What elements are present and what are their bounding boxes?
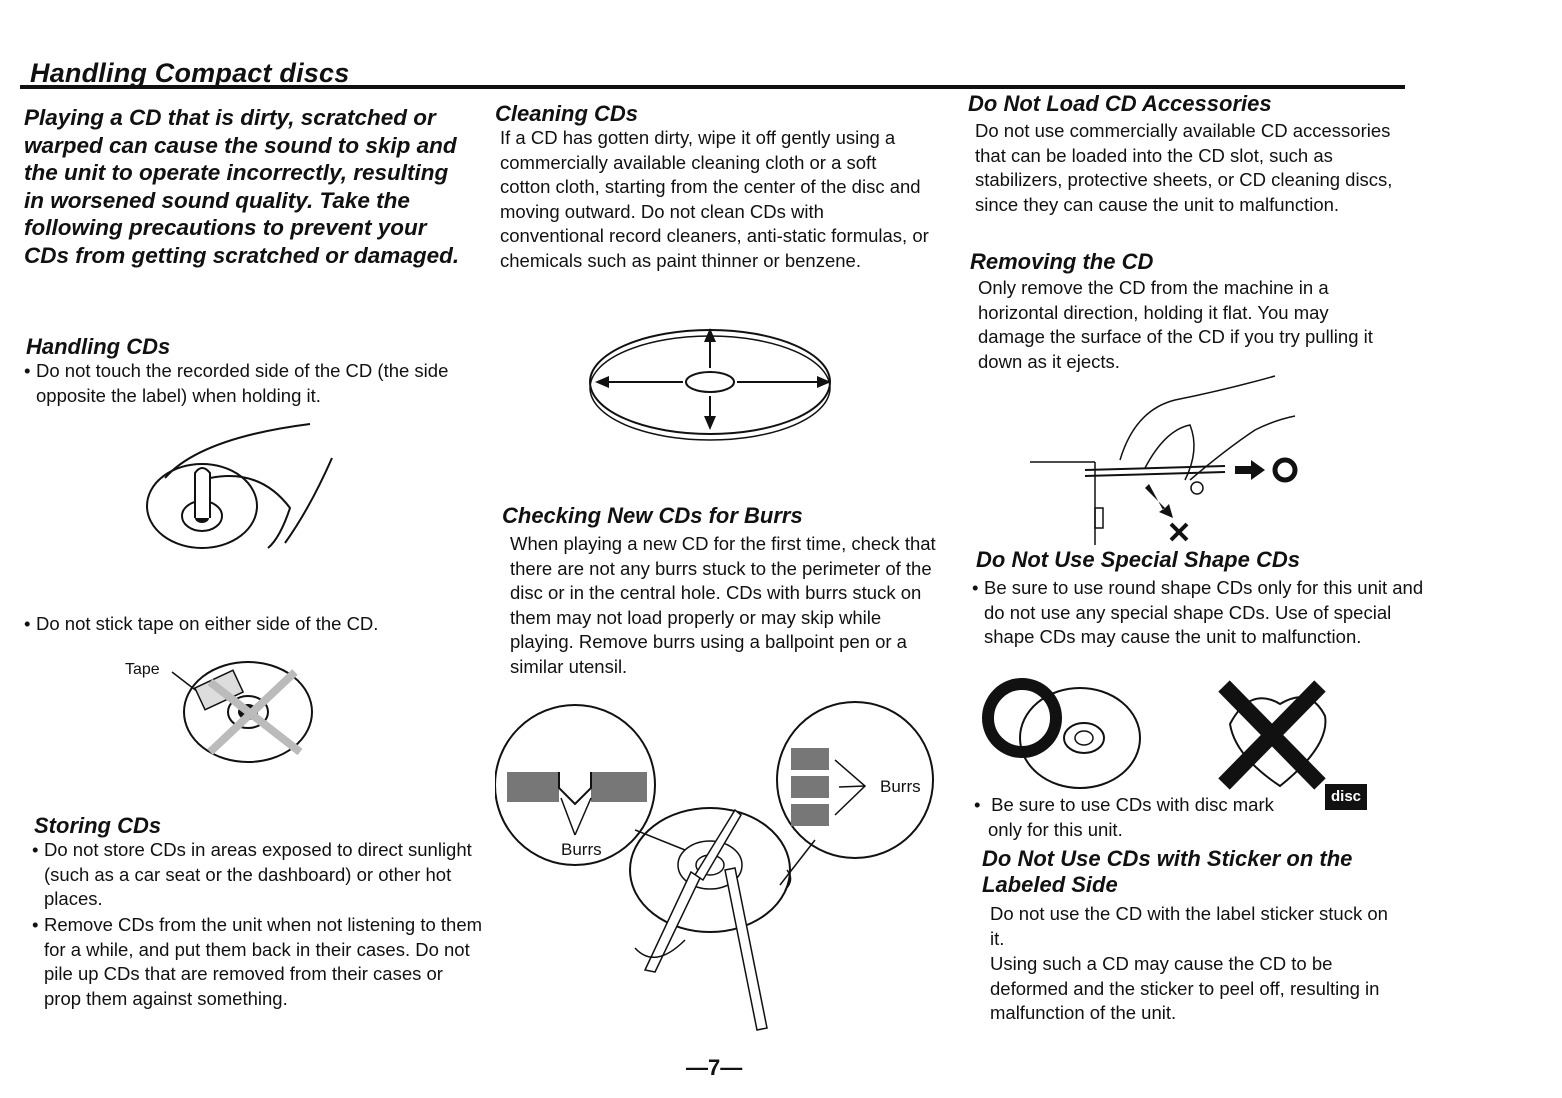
sticker-heading: Do Not Use CDs with Sticker on the Label…	[982, 846, 1353, 897]
disc-mark-tail: only for this unit.	[988, 819, 1123, 840]
removing-text: Only remove the CD from the machine in a…	[978, 277, 1373, 372]
intro-text: Playing a CD that is dirty, scratched or…	[24, 105, 460, 268]
disc-mark-sentence: Be sure to use CDs with disc mark	[991, 794, 1274, 815]
tape-label: Tape	[125, 661, 160, 678]
handling-bullet-2: Do not stick tape on either side of the …	[20, 612, 476, 637]
page-number: —7—	[686, 1055, 743, 1080]
sticker-text-1: Do not use the CD with the label sticker…	[990, 903, 1388, 949]
removing-heading: Removing the CD	[970, 249, 1154, 274]
burrs-label-left: Burrs	[561, 840, 602, 859]
tape-on-cd-illustration: Tape	[125, 661, 313, 763]
burrs-text: When playing a new CD for the first time…	[510, 533, 936, 677]
burrs-label-right: Burrs	[880, 777, 921, 796]
title-rule	[20, 85, 1405, 89]
storing-heading: Storing CDs	[34, 813, 162, 838]
storing-bullet-1: Do not store CDs in areas exposed to dir…	[28, 838, 484, 912]
burrs-heading: Checking New CDs for Burrs	[502, 503, 803, 528]
shape-comparison-illustration	[982, 678, 1327, 790]
page-title: Handling Compact discs	[30, 58, 350, 88]
accessories-heading: Do Not Load CD Accessories	[968, 91, 1272, 116]
accessories-text: Do not use commercially available CD acc…	[975, 120, 1393, 215]
handling-bullet-1: Do not touch the recorded side of the CD…	[20, 359, 476, 408]
storing-bullet-2: Remove CDs from the unit when not listen…	[28, 913, 484, 1011]
cleaning-direction-illustration	[589, 328, 831, 441]
handling-heading: Handling CDs	[26, 334, 171, 359]
special-shape-bullet-2: Be sure to use CDs with disc mark	[970, 793, 1336, 818]
cd-removal-illustration	[1030, 375, 1298, 545]
special-shape-bullet-1: Be sure to use round shape CDs only for …	[968, 576, 1424, 650]
hand-holding-cd-illustration	[146, 423, 333, 549]
ok-circle-mark	[982, 678, 1062, 758]
special-shape-heading: Do Not Use Special Shape CDs	[976, 547, 1300, 572]
sticker-text-2: Using such a CD may cause the CD to be d…	[990, 953, 1380, 1024]
disc-mark-logo: disc	[1325, 784, 1367, 810]
burrs-removal-illustration: Burrs Burrs	[495, 701, 934, 1031]
cleaning-heading: Cleaning CDs	[495, 101, 639, 126]
cleaning-text: If a CD has gotten dirty, wipe it off ge…	[500, 127, 929, 271]
